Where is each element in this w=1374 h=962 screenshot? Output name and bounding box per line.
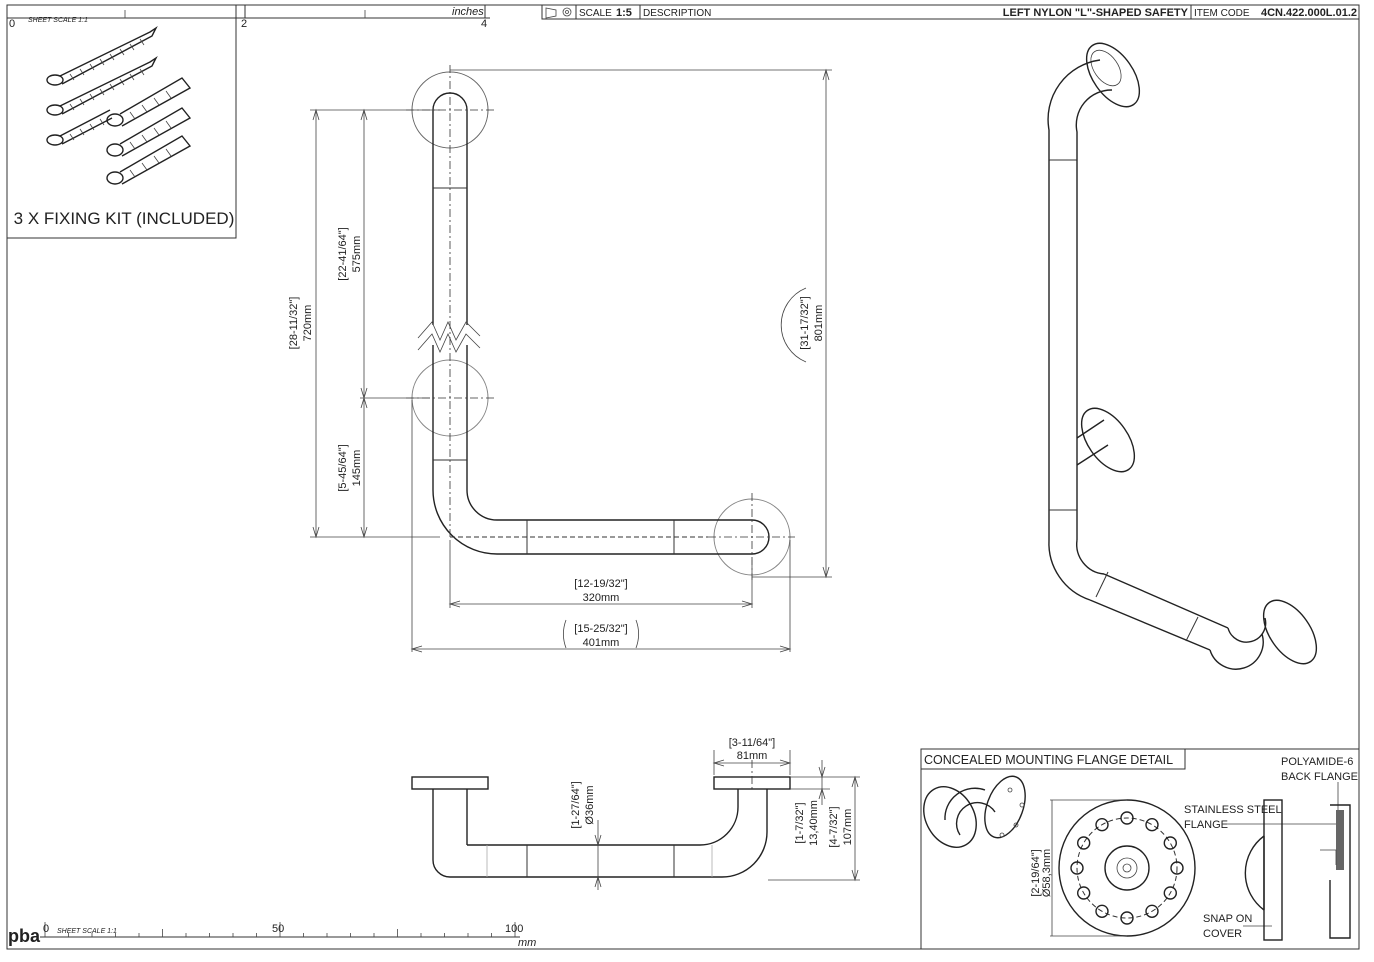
title-block: SCALE 1:5 DESCRIPTION LEFT NYLON "L"-SHA… (541, 4, 1360, 20)
bottom-ruler-50: 50 (272, 923, 284, 935)
dim-575-in: [22-41/64"] (337, 227, 349, 280)
dim-58-mm: Ø58,3mm (1041, 849, 1053, 897)
dim-145-in: [5-45/64"] (337, 444, 349, 491)
flange-front-view (1058, 799, 1196, 937)
flange-holes (1070, 811, 1184, 925)
bottom-sheet-scale: SHEET SCALE 1:1 (57, 928, 117, 935)
item-code-label: ITEM CODE (1194, 8, 1250, 19)
top-ruler-0: 0 (9, 18, 15, 30)
dim-320-in: [12-19/32"] (574, 578, 627, 590)
dim-801-in: [31-17/32"] (799, 296, 811, 349)
flange-section-view (1244, 799, 1351, 941)
dim-720-mm: 720mm (302, 305, 314, 342)
wall-plug-icon (106, 135, 192, 185)
top-sheet-scale: SHEET SCALE 1:1 (28, 17, 88, 24)
dim-107-mm: 107mm (842, 809, 854, 846)
top-ruler-unit: inches (452, 6, 484, 18)
scale-value: 1:5 (616, 7, 632, 19)
dim-36-in: [1-27/64"] (570, 781, 582, 828)
flange-hole (1145, 904, 1159, 919)
dim-13-mm: 13,40mm (808, 800, 820, 846)
dim-320-mm: 320mm (583, 592, 620, 604)
wall-plug-icon (106, 77, 192, 127)
dim-13-in: [1-7/32"] (794, 802, 806, 843)
flange-iso-sketch (923, 775, 1026, 848)
dim-145-mm: 145mm (351, 450, 363, 487)
flange-hole (1095, 904, 1109, 919)
flange-hole (1076, 886, 1091, 900)
dim-801-mm: 801mm (813, 305, 825, 342)
description-label: DESCRIPTION (643, 8, 711, 19)
flange-hole (1145, 817, 1159, 832)
isometric-view (1047, 42, 1318, 670)
bottom-ruler-100: 100 (505, 923, 523, 935)
top-ruler: 0 2 4 SHEET SCALE 1:1 inches (7, 5, 490, 30)
top-ruler-4: 4 (481, 18, 487, 30)
flange-hole (1170, 861, 1184, 875)
steel-label-2: FLANGE (1184, 819, 1228, 831)
dim-81-mm: 81mm (737, 750, 768, 762)
steel-label-1: STAINLESS STEEL (1184, 804, 1282, 816)
description-value: LEFT NYLON "L"-SHAPED SAFETY (1003, 7, 1189, 19)
front-view: [28-11/32"] 720mm [22-41/64"] 575mm [5-4… (288, 65, 832, 653)
flange-detail-title: CONCEALED MOUNTING FLANGE DETAIL (924, 753, 1173, 767)
fixing-kit-panel: 3 X FIXING KIT (INCLUDED) (6, 4, 237, 239)
dim-58-in: [2-19/64"] (1030, 849, 1042, 896)
snap-label-2: COVER (1203, 928, 1242, 940)
pba-logo: pba (8, 926, 41, 946)
dim-107-in: [4-7/32"] (828, 806, 840, 847)
sheet-border (6, 4, 1360, 950)
wall-plug-icon (106, 107, 192, 157)
screw-icon (46, 55, 158, 116)
dim-575-mm: 575mm (351, 236, 363, 273)
scale-label: SCALE (579, 8, 612, 19)
polyamide-label-1: POLYAMIDE-6 (1281, 756, 1353, 768)
dim-36-mm: Ø36mm (584, 785, 596, 824)
flange-hole (1120, 911, 1134, 925)
dim-401-in: [15-25/32"] (574, 623, 627, 635)
side-view: [3-11/64"] 81mm [1-27/64"] Ø36mm [1-7/32… (411, 737, 860, 890)
dim-81-in: [3-11/64"] (729, 737, 776, 749)
screw-icon (46, 25, 158, 86)
top-ruler-2: 2 (241, 18, 247, 30)
flange-hole (1163, 836, 1178, 850)
flange-hole (1095, 817, 1109, 832)
projection-symbol-icon (545, 7, 572, 19)
item-code-value: 4CN.422.000L.01.2 (1261, 7, 1357, 19)
flange-hole (1163, 886, 1178, 900)
screw-icon (46, 109, 113, 146)
bottom-ruler-unit: mm (518, 937, 536, 949)
dim-720-in: [28-11/32"] (288, 297, 300, 350)
flange-hole (1070, 861, 1084, 875)
polyamide-label-2: BACK FLANGE (1281, 771, 1358, 783)
fixing-kit-label: 3 X FIXING KIT (INCLUDED) (14, 209, 235, 228)
flange-hole (1120, 811, 1134, 825)
bottom-ruler: 0 50 100 SHEET SCALE 1:1 mm (40, 922, 536, 949)
flange-hole (1076, 836, 1091, 850)
snap-label-1: SNAP ON (1203, 913, 1252, 925)
dim-401-mm: 401mm (583, 637, 620, 649)
bottom-ruler-0: 0 (43, 923, 49, 935)
flange-detail-panel: CONCEALED MOUNTING FLANGE DETAIL POLYAMI… (920, 748, 1360, 950)
